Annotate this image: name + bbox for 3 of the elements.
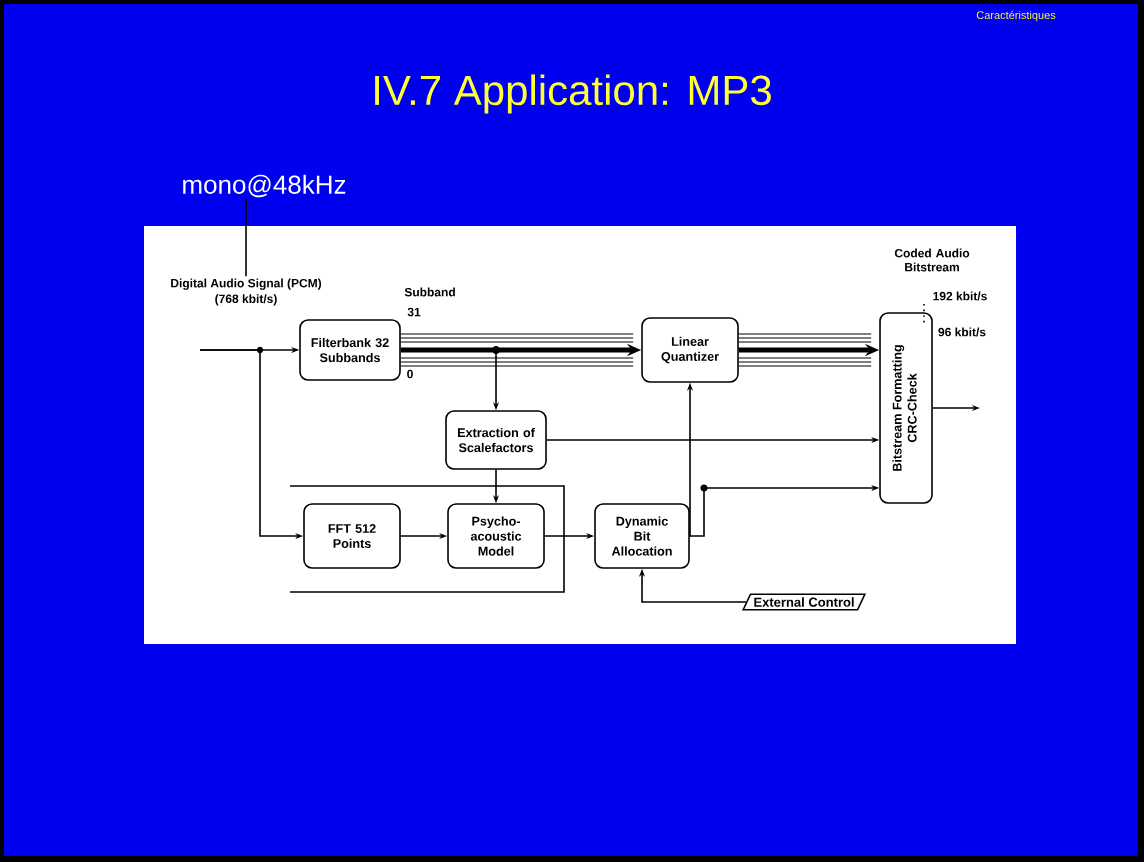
leader-line [245,198,247,277]
slide-title: IV.7 Application: MP3 [375,74,771,114]
slide-text: mono@48kHz [183,174,346,198]
